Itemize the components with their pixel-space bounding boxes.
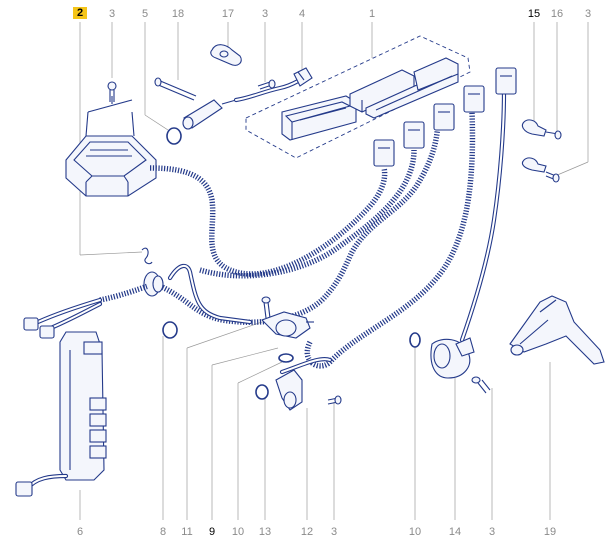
callout-3[interactable]: 3 [261, 8, 269, 20]
part-19-bracket [509, 295, 605, 365]
part-15-16-clips [521, 119, 562, 173]
callout-9[interactable]: 9 [208, 526, 216, 538]
callout-3[interactable]: 3 [488, 526, 496, 538]
callout-19[interactable]: 19 [543, 526, 557, 538]
part-6-harness-assembly [15, 271, 164, 497]
callout-12[interactable]: 12 [300, 526, 314, 538]
callout-3[interactable]: 3 [330, 526, 338, 538]
leader-lines [79, 22, 589, 520]
callout-15[interactable]: 15 [527, 8, 541, 20]
callout-18[interactable]: 18 [171, 8, 185, 20]
callout-3[interactable]: 3 [584, 8, 592, 20]
part-18-sensor [154, 77, 303, 130]
callout-13[interactable]: 13 [258, 526, 272, 538]
main-harness [149, 89, 507, 375]
callout-10[interactable]: 10 [408, 526, 422, 538]
callout-5[interactable]: 5 [141, 8, 149, 20]
part-7-wire-tie [141, 247, 153, 265]
callout-4[interactable]: 4 [298, 8, 306, 20]
part-11-sensor [261, 311, 314, 339]
screw-parts [257, 79, 560, 405]
harness-end-connectors [373, 67, 517, 167]
part-12-sensor [275, 369, 303, 411]
callout-6[interactable]: 6 [76, 526, 84, 538]
o-rings [162, 127, 421, 400]
part-2-control-module [65, 81, 157, 197]
callout-11[interactable]: 11 [181, 526, 193, 538]
callout-10[interactable]: 10 [231, 526, 245, 538]
callout-3[interactable]: 3 [108, 8, 116, 20]
callout-1[interactable]: 1 [368, 8, 376, 20]
part-1-connector-block [245, 35, 471, 159]
callout-17[interactable]: 17 [221, 8, 235, 20]
part-4-connector [293, 67, 313, 87]
callout-8[interactable]: 8 [159, 526, 167, 538]
callout-16[interactable]: 16 [550, 8, 564, 20]
part-14-sensor [430, 337, 475, 379]
callout-2-highlighted[interactable]: 2 [73, 7, 87, 19]
part-17-clip [210, 44, 242, 66]
callout-14[interactable]: 14 [448, 526, 462, 538]
